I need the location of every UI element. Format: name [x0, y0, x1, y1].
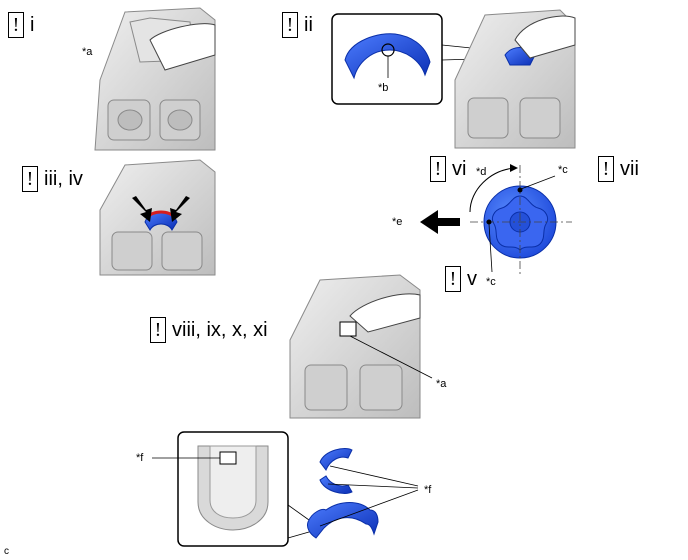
callout-e: *e — [392, 216, 403, 228]
callout-b: *b — [378, 82, 389, 94]
arrow-right-down-icon — [132, 196, 152, 222]
caution-mark-icon: ! — [282, 12, 298, 38]
callout-a-top: *a — [82, 46, 93, 58]
step-v: ! v — [445, 266, 477, 292]
caution-mark-icon: ! — [150, 317, 166, 343]
caution-mark-icon: ! — [22, 166, 38, 192]
caution-mark-icon: ! — [430, 156, 446, 182]
step-vii-label: vii — [620, 157, 639, 180]
engine-block-i — [94, 7, 216, 151]
callout-f-right: *f — [424, 484, 432, 496]
step-vi: ! vi — [430, 156, 466, 182]
step-iii-iv-label: iii, iv — [44, 167, 83, 190]
callout-d: *d — [476, 166, 487, 178]
step-viii-xi: ! viii, ix, x, xi — [150, 317, 268, 343]
bearing-halves — [307, 448, 419, 539]
bearing-detail-inset — [152, 431, 317, 547]
callout-c-bottom: *c — [486, 276, 496, 288]
step-iii-iv: ! iii, iv — [22, 166, 83, 192]
arrow-left-down-icon — [170, 196, 190, 222]
engine-block-viii-xi — [289, 274, 433, 419]
engine-block-ii — [454, 9, 576, 149]
arrow-left-icon — [420, 210, 460, 234]
caution-mark-icon: ! — [445, 266, 461, 292]
oil-pump-rotor — [420, 164, 572, 275]
engine-block-iii-iv — [99, 159, 216, 276]
step-vi-label: vi — [452, 157, 467, 180]
caution-mark-icon: ! — [8, 12, 24, 38]
step-ii: ! ii — [282, 12, 313, 38]
callout-c-top: *c — [558, 164, 568, 176]
callout-f-left: *f — [136, 452, 144, 464]
step-i-label: i — [30, 13, 35, 36]
step-vii: ! vii — [598, 156, 639, 182]
step-ii-label: ii — [304, 13, 313, 36]
callout-a-bottom: *a — [436, 378, 447, 390]
figure-id: c — [4, 546, 9, 557]
caution-mark-icon: ! — [598, 156, 614, 182]
step-viii-xi-label: viii, ix, x, xi — [172, 318, 268, 341]
rotation-arrow-icon — [469, 167, 516, 213]
step-v-label: v — [467, 267, 477, 290]
step-i: ! i — [8, 12, 34, 38]
